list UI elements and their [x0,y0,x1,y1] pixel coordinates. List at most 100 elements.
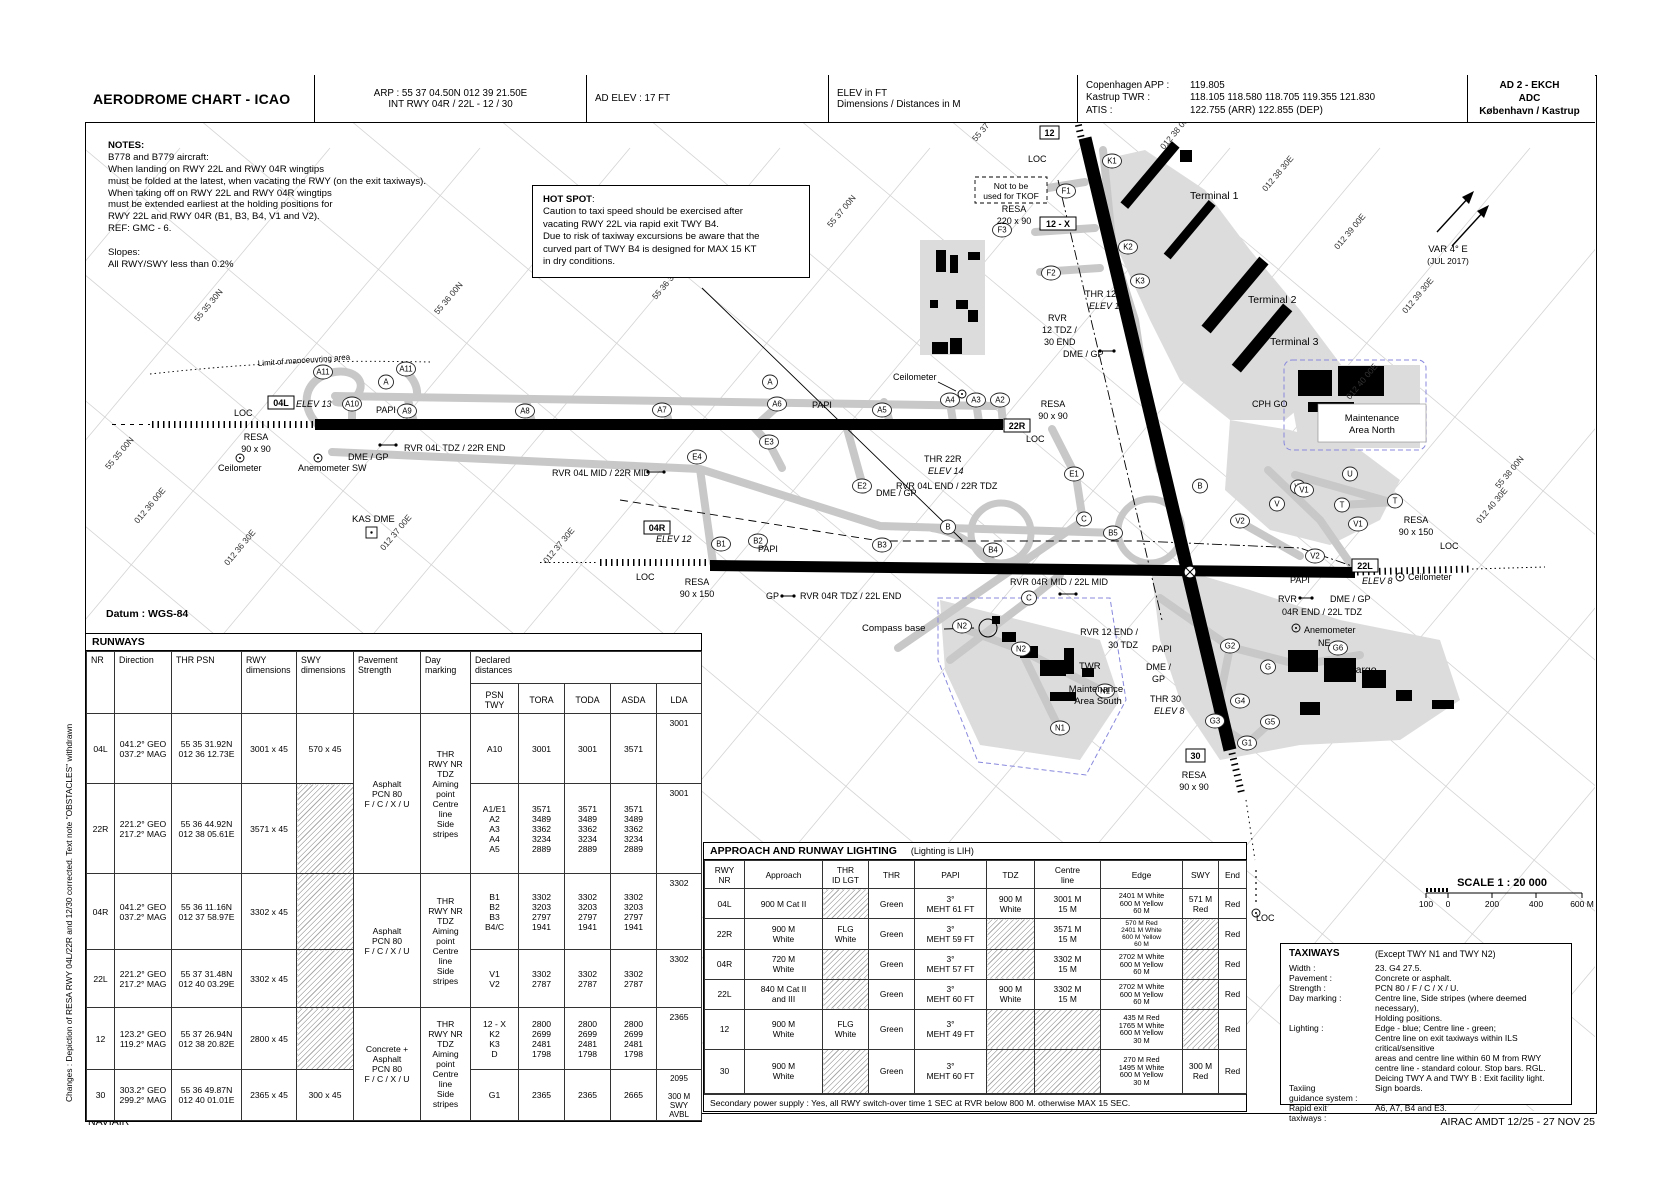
taxiway-marker: G4 [1230,693,1250,709]
arp-coordinates: ARP : 55 37 04.50N 012 39 21.50E INT RWY… [314,75,586,122]
lighting-footnote: Secondary power supply : Yes, all RWY sw… [704,1093,1246,1111]
svg-text:V2: V2 [1235,517,1245,526]
svg-text:E1: E1 [1069,470,1079,479]
map-label: Maintenance [1345,413,1399,424]
svg-text:V1: V1 [1353,520,1363,529]
map-label: Ceilometer [218,463,262,473]
lighting-table-subtitle: (Lighting is LIH) [910,846,974,856]
taxiways-lighting: Lighting :Edge - blue; Centre line - gre… [1289,1023,1546,1084]
map-label: ELEV 8 [1362,576,1393,586]
taxiway-marker: G5 [1260,714,1280,730]
taxiway-marker: F3 [992,222,1012,238]
runway-designator-box: 12 - X [1039,216,1077,231]
svg-text:12 - X: 12 - X [1046,219,1070,229]
map-label: THR 30 [1150,694,1181,704]
svg-text:B4: B4 [988,546,998,555]
svg-text:04L: 04L [273,398,289,408]
map-label: RVR 04L TDZ / 22R END [404,443,506,453]
point-symbols [235,191,1583,918]
svg-text:B2: B2 [753,537,763,546]
svg-text:T: T [1393,497,1398,506]
map-label: RESA [244,432,269,442]
map-label: Datum : WGS-84 [106,608,188,620]
map-label: Maintenance [1069,684,1123,695]
lighting-table: APPROACH AND RUNWAY LIGHTING (Lighting is… [703,842,1247,1112]
map-label: 600 M [1570,899,1594,909]
map-label: LOC [636,572,655,582]
map-label: LOC [1028,154,1047,164]
map-label: SCALE 1 : 20 000 [1457,877,1547,889]
svg-text:B1: B1 [716,540,726,549]
hotspot-leader-line [701,287,963,541]
svg-text:A5: A5 [877,406,887,415]
taxiway-marker: A3 [966,392,986,408]
map-label: PAPI [1290,575,1310,585]
notes-body: B778 and B779 aircraft: When landing on … [108,151,427,235]
map-label: 90 x 150 [680,589,715,599]
svg-text:A2: A2 [995,396,1005,405]
map-label: ELEV 12 [656,534,692,544]
map-label: DME / GP [876,488,917,498]
taxiways-day-marking: Day marking :Centre line, Side stripes (… [1289,993,1527,1024]
taxiway-marker: T [1334,497,1350,513]
map-label: PAPI [812,400,832,410]
taxiway-marker: A7 [652,402,672,418]
map-label: ELEV 8 [1154,706,1185,716]
map-label: VAR 4° E [1428,244,1468,255]
taxiways-box: TAXIWAYS (Except TWY N1 and TWY N2) Widt… [1280,943,1572,1123]
svg-text:22R: 22R [1009,421,1026,431]
svg-text:A: A [383,378,389,387]
svg-text:A11: A11 [316,368,329,377]
map-label: PAPI [758,544,778,554]
map-label: PAPI [376,405,396,415]
taxiway-marker: V1 [1294,482,1314,498]
map-label: Compass base [862,623,925,634]
hot-spot-heading: HOT SPOT [543,194,593,205]
svg-text:N2: N2 [957,622,967,631]
map-label: THR 12 [1085,289,1116,299]
taxiways-subtitle: (Except TWY N1 and TWY N2) [1375,949,1496,959]
map-label: LOC [1026,434,1045,444]
svg-text:N1: N1 [1100,687,1110,696]
taxiways-rapid-exit: Rapid exit taxiways :A6, A7, B4 and E3. [1289,1103,1447,1124]
runway-designator-box: 22R [1003,418,1031,433]
svg-text:C: C [1081,515,1087,524]
svg-text:22L: 22L [1357,561,1373,571]
units-note: ELEV in FT Dimensions / Distances in M [828,75,1077,122]
runways-table: RUNWAYS NR Direction THR PSN RWY dimensi… [85,633,703,1122]
header-band: AERODROME CHART - ICAO ARP : 55 37 04.50… [85,75,1595,123]
notes-heading: NOTES: [108,140,145,151]
map-label: 90 x 150 [1399,527,1434,537]
taxiway-marker: A [378,374,394,390]
taxiway-marker: B1 [711,536,731,552]
map-label: RESA [1002,204,1027,214]
lighting-table-title: APPROACH AND RUNWAY LIGHTING [710,845,897,857]
taxiway-marker: K3 [1130,273,1150,289]
hot-spot-body: Caution to taxi speed should be exercise… [543,206,760,268]
map-label: Ceilometer [893,372,937,382]
map-label: DME / GP [1063,349,1104,359]
svg-text:T: T [1340,501,1345,510]
map-label: RVR [1048,313,1067,323]
freq-atis: ATIS :122.755 (ARR) 122.855 (DEP) [1086,104,1323,116]
runway-designator-box: 30 [1185,748,1206,763]
document-reference: AD 2 - EKCH ADC København / Kastrup [1467,75,1591,122]
map-label: RVR 04R MID / 22L MID [1010,577,1109,587]
taxiways-pavement: Pavement :Concrete or asphalt. [1289,973,1452,984]
svg-text:B5: B5 [1108,529,1118,538]
map-label: PAPI [1152,644,1172,654]
map-label: 90 x 90 [1179,782,1209,792]
map-label: RESA [1041,399,1066,409]
map-label: LOC [1440,541,1459,551]
map-label: 200 [1485,899,1499,909]
notes-slopes: Slopes: All RWY/SWY less than 0.2% [108,247,234,270]
map-label: used for TKOF [983,191,1039,201]
map-label: 0 [1446,899,1451,909]
